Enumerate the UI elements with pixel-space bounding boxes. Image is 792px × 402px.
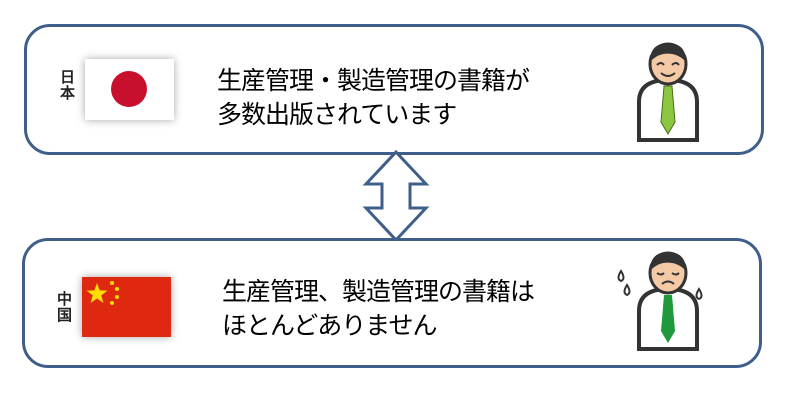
country-label-china: 中国	[57, 290, 73, 324]
japan-message-line1: 生産管理・製造管理の書籍が	[217, 66, 530, 95]
double-arrow-icon	[362, 150, 430, 242]
country-label-japan: 日本	[60, 68, 76, 102]
sad-person-icon	[617, 251, 703, 351]
china-flag-icon	[82, 277, 171, 337]
happy-person-icon	[637, 42, 699, 142]
japan-message: 生産管理・製造管理の書籍が 多数出版されています	[217, 64, 530, 132]
japan-flag-icon	[85, 59, 174, 120]
china-panel: 中国 生産管理、製造管理の書籍は ほとんどありません	[22, 238, 762, 368]
china-message-line1: 生産管理、製造管理の書籍は	[222, 277, 535, 306]
china-message: 生産管理、製造管理の書籍は ほとんどありません	[222, 275, 535, 343]
japan-panel: 日本 生産管理・製造管理の書籍が 多数出版されています	[24, 24, 764, 155]
china-message-line2: ほとんどありません	[222, 311, 438, 340]
japan-message-line2: 多数出版されています	[217, 100, 457, 129]
